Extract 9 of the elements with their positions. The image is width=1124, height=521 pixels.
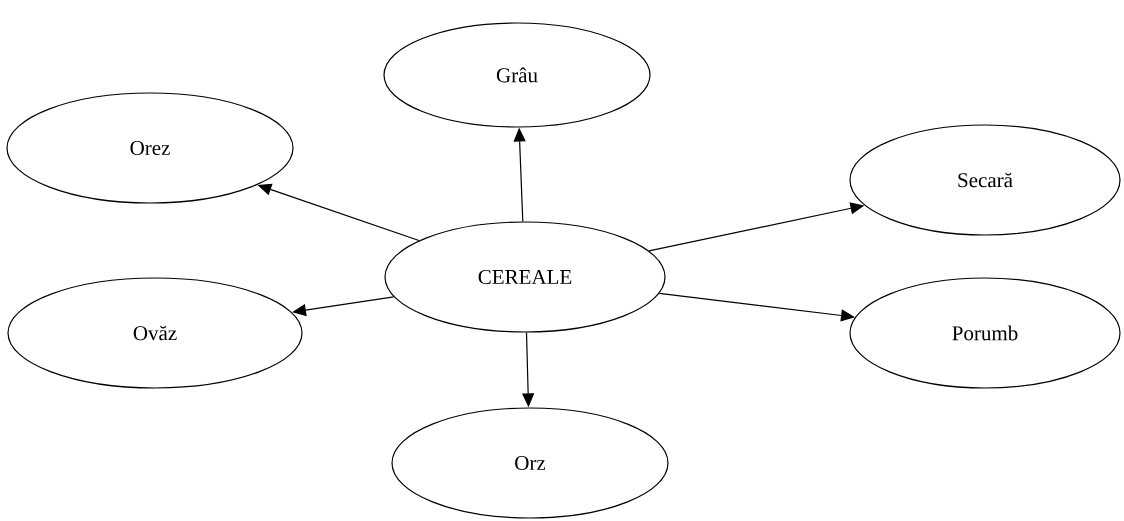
ellipse-node: Secară (849, 124, 1121, 236)
ellipse-node: Grâu (383, 22, 651, 128)
arrow (292, 296, 395, 317)
ellipse-node: Ovăz (7, 277, 303, 389)
ellipse-node: Porumb (849, 277, 1121, 389)
ellipse-node: Orez (6, 92, 294, 204)
ellipse-node: CEREALE (384, 221, 666, 333)
arrow (658, 292, 855, 322)
ellipse-node: Orz (391, 407, 669, 519)
